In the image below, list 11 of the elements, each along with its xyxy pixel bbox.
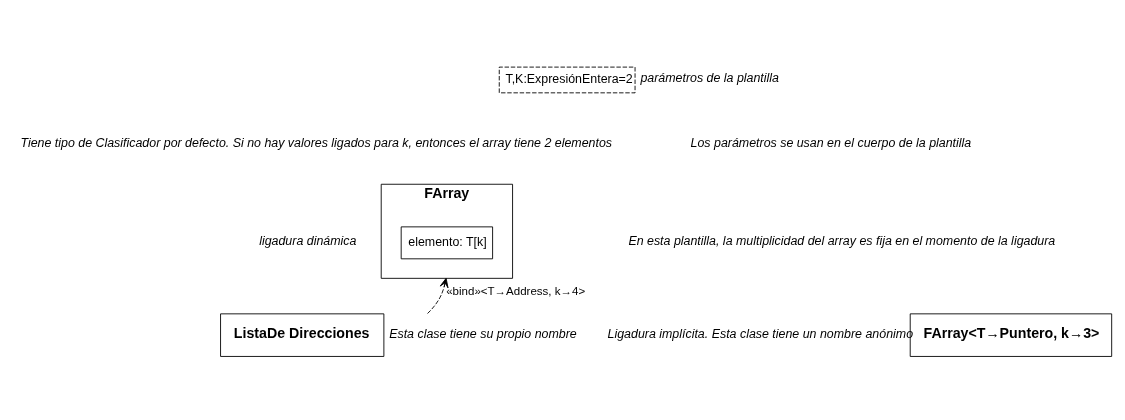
node-box: T,K:ExpresiónEntera=2 [498, 66, 636, 94]
label: Los parámetros se usan en el cuerpo de la plantilla [690, 135, 972, 150]
node-label: Esta clase tiene su propio nombre [389, 326, 577, 341]
node-box: elemento: T[k] [400, 226, 494, 260]
arrow [427, 277, 449, 314]
node-box: ListaDe Direcciones [220, 313, 385, 357]
node-label: parámetros de la plantilla [640, 71, 780, 86]
label: En esta plantilla, la multiplicidad del array es fija en el momento de la ligadura [628, 234, 1056, 249]
label: ligadura dinámica [259, 234, 357, 249]
label: Tiene tipo de Clasificador por defecto. Si no hay valores ligados para k, entonces el array tiene 2 elementos [20, 135, 613, 150]
edge-label: «bind»<T→Address, k→4> [446, 284, 586, 297]
